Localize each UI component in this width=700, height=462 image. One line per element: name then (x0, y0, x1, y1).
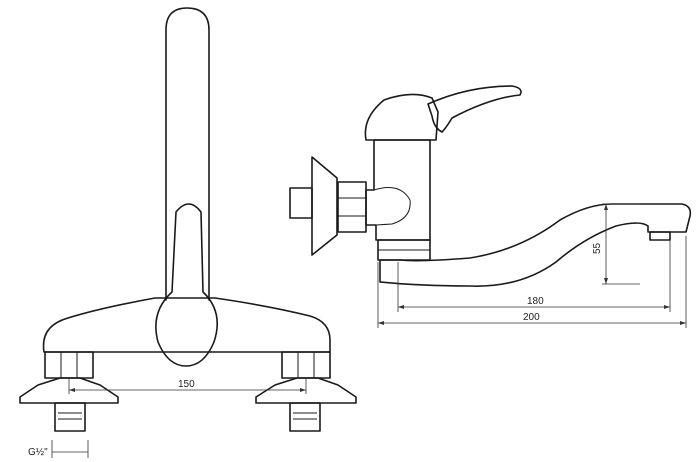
front-view (19, 7, 357, 432)
right-flange (255, 377, 357, 404)
dim-label-150: 150 (178, 379, 195, 390)
left-connector (54, 402, 86, 432)
front-dimensions: 150 G½" (28, 378, 307, 458)
side-cap (364, 93, 439, 141)
side-hex-nut (337, 181, 367, 233)
left-nut (44, 351, 94, 379)
side-view (289, 85, 692, 287)
side-dimensions: 55 180 200 (377, 203, 687, 328)
front-spout (165, 7, 210, 301)
side-wall-flange (311, 156, 338, 256)
left-flange (19, 377, 119, 404)
side-handle-lever (427, 85, 522, 133)
side-aerator (649, 231, 671, 241)
side-spout (379, 203, 692, 287)
front-lever (155, 203, 218, 367)
right-connector (289, 402, 321, 432)
front-body (42, 297, 331, 353)
side-inlet-pipe (289, 187, 313, 219)
dim-label-55: 55 (592, 242, 603, 254)
dim-label-180: 180 (527, 296, 544, 307)
right-nut (281, 351, 331, 379)
dim-label-thread: G½" (28, 447, 48, 458)
dim-label-200: 200 (523, 312, 540, 323)
